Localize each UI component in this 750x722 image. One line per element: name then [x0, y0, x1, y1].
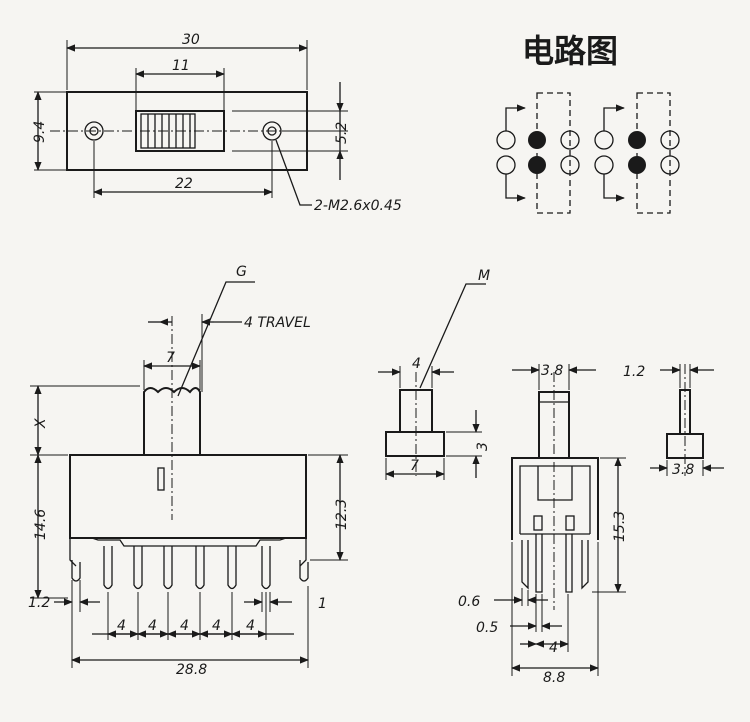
knob-detail: M 4 3 7: [378, 268, 491, 480]
dim-mount-spacing-h: 22: [175, 176, 193, 192]
dim-height: 9.4: [32, 121, 48, 143]
label-m: M: [478, 268, 490, 284]
dim-overall-width: 28.8: [176, 662, 207, 678]
dim-knob-width: 7: [166, 350, 175, 366]
circuit-contact-common: [628, 131, 646, 149]
dim-side-height: 15.3: [612, 511, 628, 542]
dim-pin-top: 1.2: [623, 364, 645, 380]
dim-pitch: 4: [246, 618, 255, 634]
circuit-contact: [560, 155, 580, 175]
dim-pin-right: 1: [318, 596, 327, 612]
dim-side-pin-a: 0.6: [458, 594, 480, 610]
pin-detail: 1.2 3.8: [623, 364, 724, 478]
dim-slot-length: 11: [172, 58, 190, 74]
dim-pin-base: 3.8: [672, 462, 694, 478]
circuit-slider-frame-2: [636, 92, 671, 214]
front-view-indicator: [157, 467, 165, 491]
circuit-contact: [560, 130, 580, 150]
dim-knob-base: 7: [410, 458, 419, 474]
circuit-contact-common: [528, 156, 546, 174]
dim-body-height: 14.6: [33, 509, 49, 540]
dim-pitch: 4: [180, 618, 189, 634]
dim-side-pin-b: 0.5: [476, 620, 498, 636]
dim-screw: 2-M2.6x0.45: [314, 198, 402, 214]
label-x: X: [33, 418, 49, 429]
dim-side-pitch: 4: [549, 640, 558, 656]
circuit-contact: [496, 130, 516, 150]
circuit-contact: [496, 155, 516, 175]
side-view-body: [511, 457, 599, 540]
front-view-knob: [143, 387, 201, 456]
circuit-contact: [594, 155, 614, 175]
top-view: 30 11 22 9.4 5.2 2-M2.6x0.45: [32, 32, 402, 214]
circuit-diagram: [496, 92, 680, 214]
dim-knob-height: 3: [475, 442, 491, 451]
dim-overall-length: 30: [182, 32, 200, 48]
dim-side-top: 3.8: [541, 363, 563, 379]
circuit-contact-common: [628, 156, 646, 174]
front-view-body: [69, 454, 307, 539]
label-g: G: [236, 264, 247, 280]
front-view-pins: [71, 546, 309, 590]
front-view: G 4 TRAVEL 7 X 14.6 12.3 1.2: [28, 264, 350, 678]
side-view: 3.8 15.3 0.6 0.5 4 8.8: [458, 363, 628, 686]
dim-pitch: 4: [117, 618, 126, 634]
dim-pin-thick: 1.2: [28, 595, 50, 611]
circuit-diagram-title: 电路图: [522, 32, 618, 70]
circuit-contact-common: [528, 131, 546, 149]
dim-pitch: 4: [148, 618, 157, 634]
dim-pitch: 4: [212, 618, 221, 634]
circuit-slider-frame-1: [536, 92, 571, 214]
circuit-contact: [660, 130, 680, 150]
circuit-contact: [594, 130, 614, 150]
dim-side-width: 8.8: [543, 670, 565, 686]
mount-hole-left: [84, 121, 104, 141]
circuit-contact: [660, 155, 680, 175]
dim-travel: 4 TRAVEL: [244, 315, 311, 331]
knob-detail-base: [385, 431, 445, 457]
dim-body-height-right: 12.3: [334, 499, 350, 530]
dim-knob-top: 4: [412, 356, 421, 372]
dim-mount-spacing-v: 5.2: [334, 122, 350, 144]
